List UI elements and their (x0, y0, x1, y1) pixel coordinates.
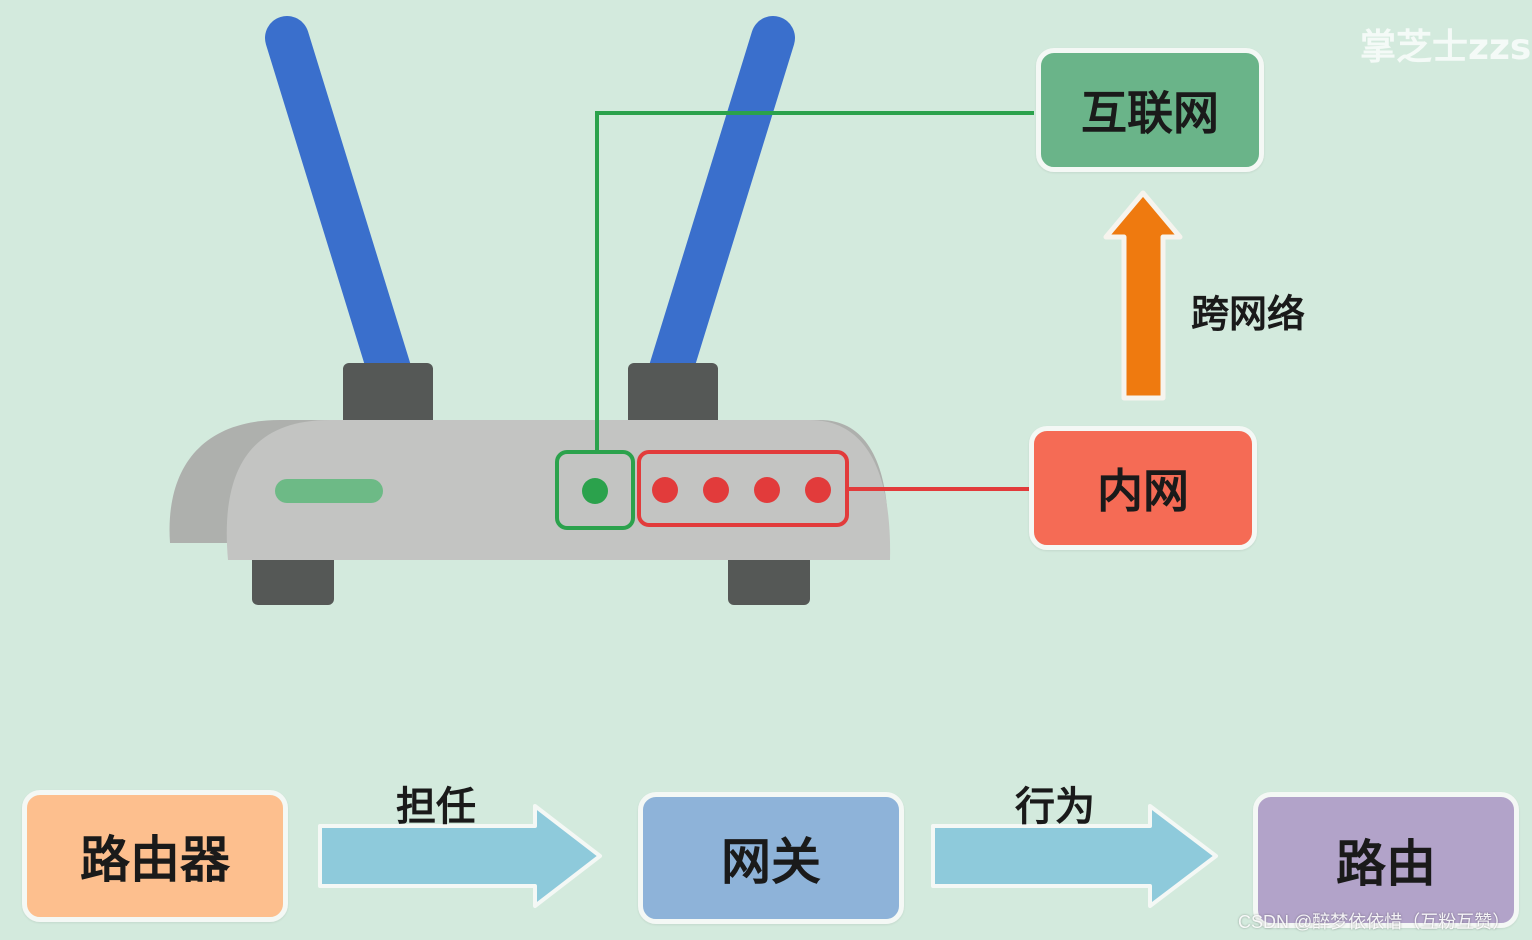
antenna-left (265, 16, 415, 404)
watermark-text: 掌芝士zzs (1360, 27, 1532, 68)
cross-network-label: 跨网络 (1191, 292, 1306, 336)
intranet-node-label: 内网 (1097, 464, 1189, 518)
router-node-label: 路由器 (80, 831, 230, 889)
lan-port (754, 477, 780, 503)
behavior-label: 行为 (1015, 784, 1095, 830)
gateway-node-label: 网关 (721, 833, 821, 891)
serves-as-arrow (318, 804, 602, 908)
internet-node-label: 互联网 (1081, 86, 1219, 140)
lan-port (805, 477, 831, 503)
gateway-node: 网关 (638, 792, 904, 924)
router-node: 路由器 (22, 790, 288, 922)
lan-port (652, 477, 678, 503)
behavior-arrow (931, 804, 1218, 908)
serves-as-label: 担任 (396, 784, 476, 830)
intranet-node: 内网 (1029, 426, 1257, 550)
antenna-mount-left (343, 363, 433, 433)
antenna-right (645, 16, 795, 404)
lan-ports (652, 477, 831, 503)
routing-node-label: 路由 (1336, 835, 1436, 893)
wan-to-internet-line (595, 111, 1034, 452)
lan-port (703, 477, 729, 503)
cross-network-arrow (1103, 190, 1183, 401)
credit-text: CSDN @醉梦依依惜（互粉互赞） (1238, 912, 1511, 932)
wan-port (582, 478, 608, 504)
antenna-mount-right (628, 363, 718, 433)
router-status-light (275, 479, 383, 503)
routing-node: 路由 (1253, 792, 1519, 928)
internet-node: 互联网 (1036, 48, 1264, 172)
